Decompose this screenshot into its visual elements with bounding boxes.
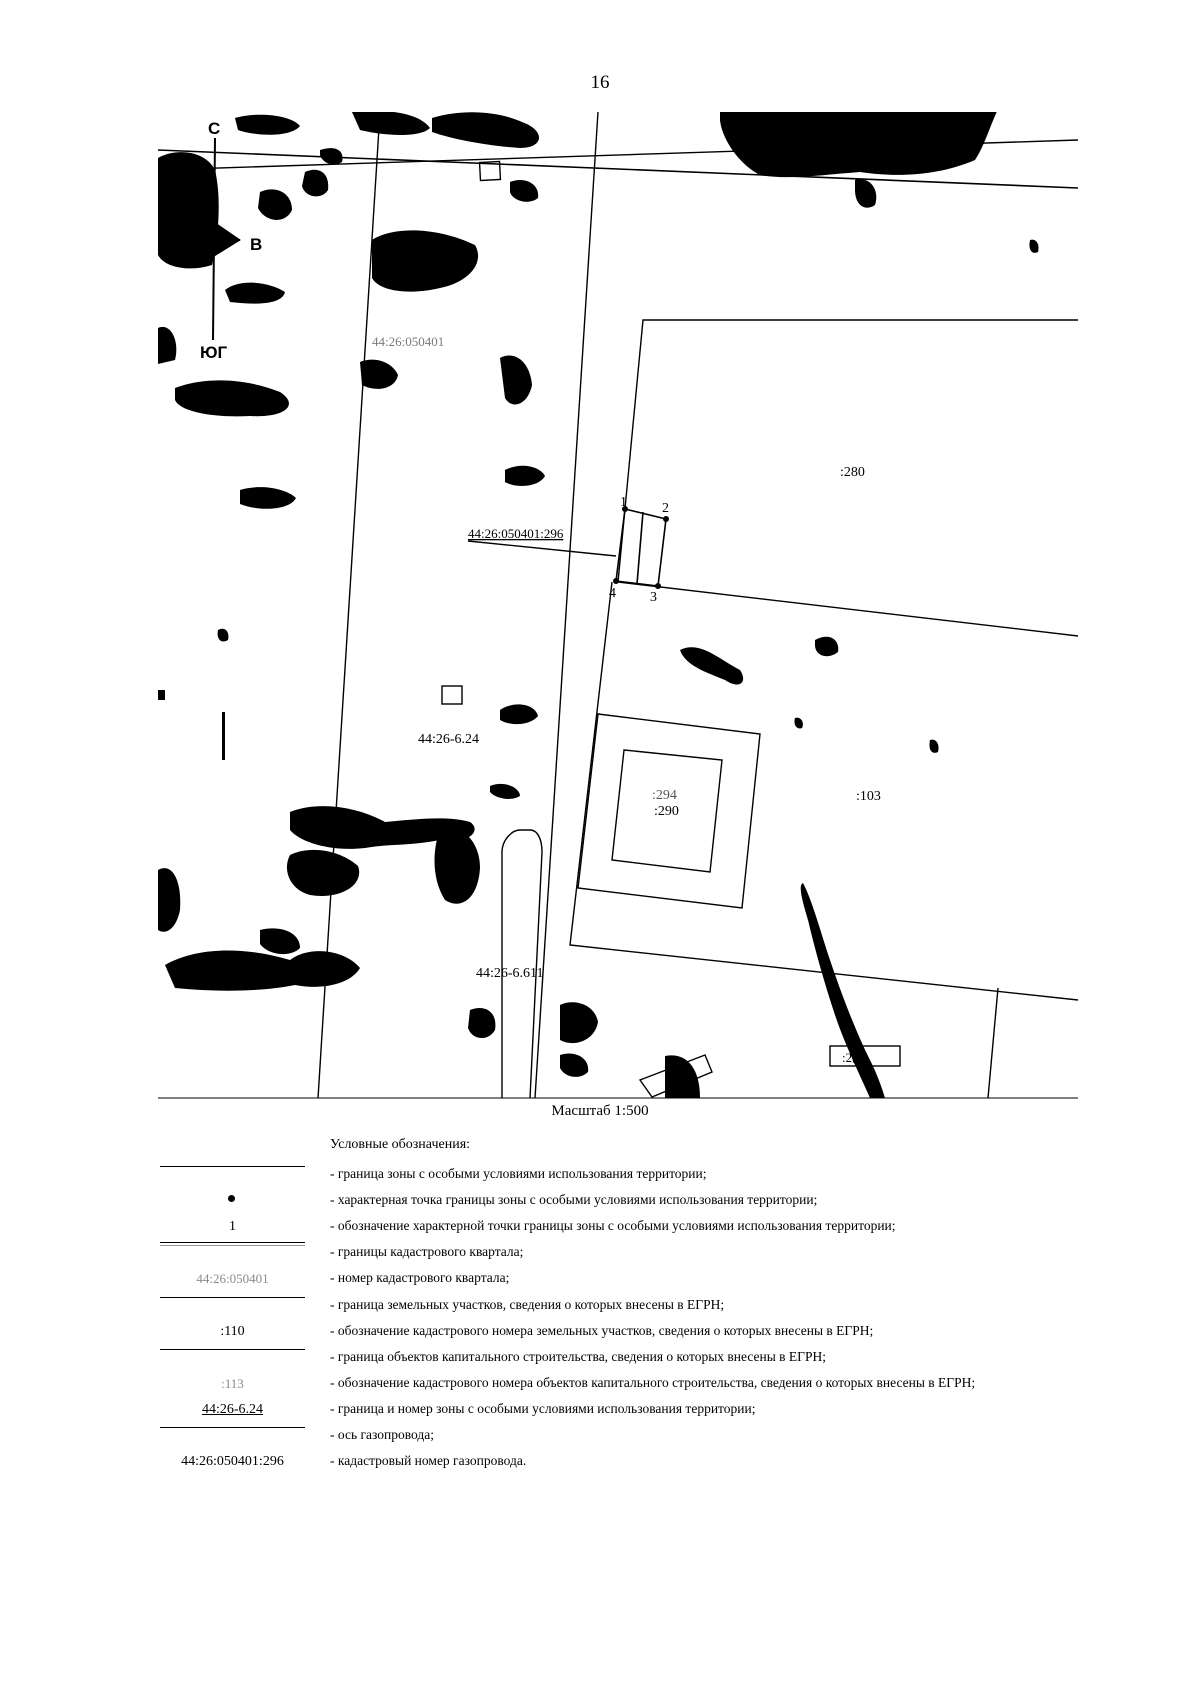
legend-symbol-text: 44:26-6.24 [201, 1401, 264, 1417]
legend-line-symbol [160, 1166, 305, 1167]
parcel-line [987, 987, 999, 1098]
parcel-bottom-label: :2(2) [842, 1050, 867, 1065]
legend-symbol [160, 1293, 305, 1319]
parcel-280-label: :280 [840, 465, 865, 480]
legend-row: - характерная точка границы зоны с особы… [160, 1188, 1200, 1214]
legend-double-line-symbol [160, 1242, 305, 1247]
small-square-top [478, 160, 502, 182]
legend-symbol-text: :110 [220, 1323, 245, 1339]
legend-symbol: 1 [160, 1214, 305, 1240]
compass-south-label: ЮГ [200, 343, 228, 362]
legend-description: - номер кадастрового квартала; [330, 1270, 510, 1286]
compass-rose [210, 137, 241, 341]
road-line-east [534, 112, 599, 1098]
legend-symbol-text: 44:26:050401 [196, 1271, 269, 1287]
legend-line-symbol [160, 1348, 305, 1350]
legend-symbol: 44:26:050401 [160, 1266, 305, 1292]
legend-description: - граница зоны с особыми условиями испол… [330, 1166, 707, 1181]
parcel-280-boundary [617, 319, 1078, 637]
legend-description: - обозначение кадастрового номера земель… [330, 1322, 874, 1338]
legend-symbol: 44:26:050401:296 [160, 1449, 305, 1475]
building-290-label: :290 [654, 804, 679, 819]
legend-row: - граница зоны с особыми условиями испол… [160, 1162, 1200, 1188]
legend-row: - границы кадастрового квартала; [160, 1240, 1200, 1266]
legend-symbol: :110 [160, 1319, 305, 1345]
parcel-bottom-frame [829, 1045, 901, 1067]
legend-symbol-text: :113 [221, 1375, 244, 1391]
parcel-103-label: :103 [856, 789, 881, 804]
legend-dot-symbol [228, 1195, 235, 1203]
legend-symbol [160, 1188, 305, 1214]
legend-row: 44:26:050401:296 - кадастровый номер газо… [160, 1449, 1200, 1475]
zone-6611-label: 44:26-6.611 [476, 966, 544, 981]
legend-line-symbol [160, 1296, 305, 1298]
compass-east-label: В [250, 235, 262, 254]
legend-row: :113 - обозначение кадастрового номера об… [160, 1371, 1200, 1397]
legend-row: - граница объектов капитального строител… [160, 1345, 1200, 1371]
legend-row: :110 - обозначение кадастрового номера зе… [160, 1319, 1200, 1345]
legend-row: 1 - обозначение характерной точки границы… [160, 1214, 1200, 1240]
building-294-label: :294 [652, 788, 677, 803]
building-inner [611, 749, 723, 873]
driveway-outline [501, 829, 543, 1098]
road-line-west [317, 112, 381, 1098]
scale-label: Масштаб 1:500 [551, 1103, 649, 1119]
small-square-mid [441, 685, 463, 705]
legend-symbol [160, 1240, 305, 1266]
legend-description: - кадастровый номер газопровода. [330, 1453, 527, 1469]
compass-north-label: С [208, 119, 220, 138]
legend-description: - ось газопровода; [330, 1427, 434, 1442]
legend-row: - ось газопровода; [160, 1423, 1200, 1449]
legend-symbol [160, 1162, 305, 1188]
legend-row: 44:26:050401 - номер кадастрового квартал… [160, 1266, 1200, 1292]
quarter-number-label: 44:26:050401 [372, 334, 444, 349]
gas-pipeline-label: 44:26:050401:296 [468, 526, 564, 541]
point-label-2: 2 [662, 501, 669, 516]
gas-pipeline-leader [467, 540, 617, 557]
point-label-4: 4 [609, 586, 616, 601]
legend-row: 44:26-6.24 - граница и номер зоны с особы… [160, 1397, 1200, 1423]
vegetation-blobs [158, 112, 1039, 1098]
legend-description: - граница земельных участков, сведения о… [330, 1296, 725, 1312]
legend-row: - граница земельных участков, сведения о… [160, 1293, 1200, 1319]
legend-symbol [160, 1423, 305, 1449]
zone-points [613, 506, 669, 589]
legend-description: - границы кадастрового квартала; [330, 1244, 524, 1260]
road-line-top [158, 139, 1078, 171]
legend-title: Условные обозначения: [330, 1137, 471, 1152]
gas-zone [615, 508, 667, 587]
legend-symbol-text: 44:26:050401:296 [181, 1454, 284, 1470]
legend-description: - граница объектов капитального строител… [330, 1348, 826, 1364]
building-outer [577, 713, 761, 909]
legend-description: - граница и номер зоны с особыми условия… [330, 1400, 756, 1416]
legend-symbol-text: 1 [229, 1219, 236, 1235]
shed-outline [638, 1054, 713, 1098]
legend-symbol [160, 1345, 305, 1371]
parcel-103-boundary [569, 581, 1078, 1001]
legend-description: - характерная точка границы зоны с особы… [330, 1192, 818, 1208]
legend-line-symbol [160, 1427, 305, 1428]
legend-symbol: :113 [160, 1371, 305, 1397]
legend-description: - обозначение кадастрового номера объект… [330, 1374, 976, 1390]
legend-description: - обозначение характерной точки границы … [330, 1218, 896, 1234]
quarter-boundary [158, 149, 1078, 189]
zone-624-label: 44:26-6.24 [418, 732, 479, 747]
point-label-3: 3 [650, 590, 657, 605]
point-label-1: 1 [620, 495, 627, 510]
legend-symbol: 44:26-6.24 [160, 1397, 305, 1423]
page-number: 16 [590, 72, 610, 93]
